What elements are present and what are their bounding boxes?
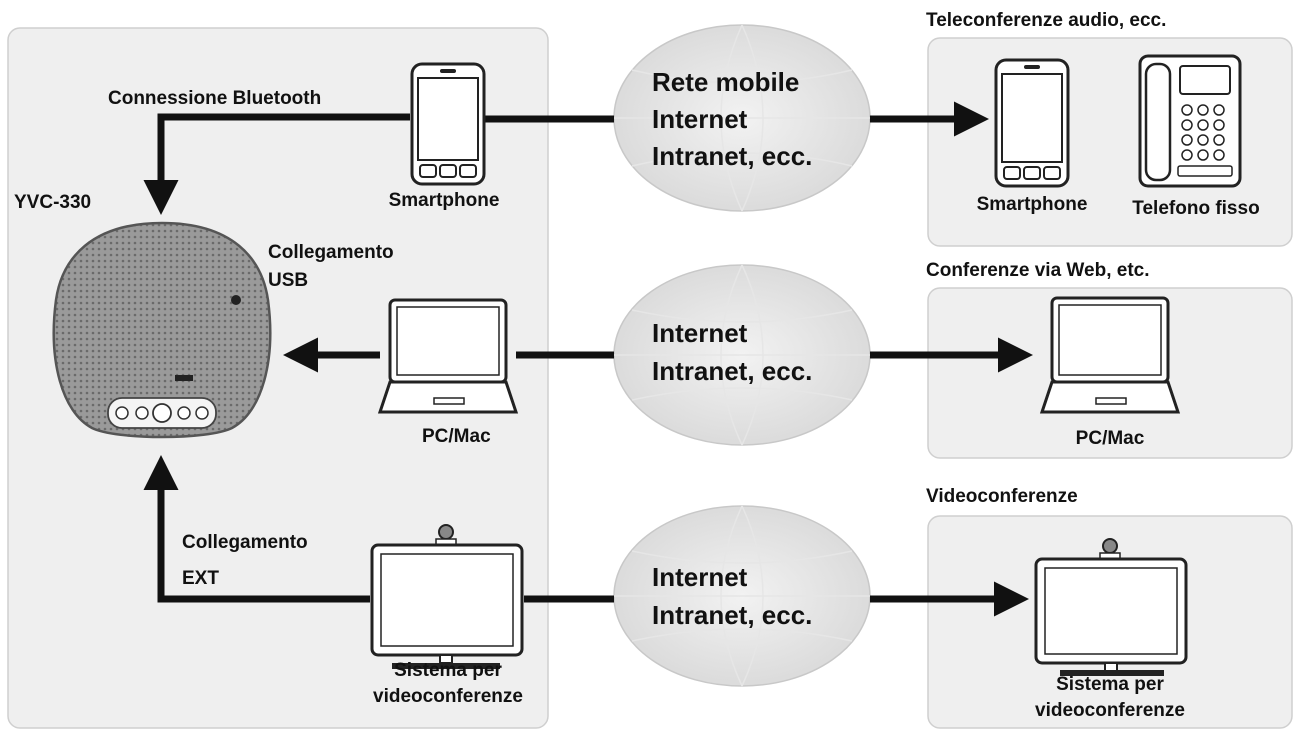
desk-phone-label: Telefono fisso: [1132, 198, 1259, 219]
usb-label-line2: USB: [268, 270, 308, 291]
speakerphone-icon: [52, 221, 272, 439]
video-system-label-line1: Sistema per: [394, 660, 502, 681]
audio-panel-title: Teleconferenze audio, ecc.: [926, 10, 1166, 31]
pc-network-line1: Internet: [652, 318, 748, 348]
pc-label: PC/Mac: [422, 426, 491, 447]
dest-video-system-icon: [1034, 538, 1188, 676]
dest-video-label-line1: Sistema per: [1056, 674, 1164, 695]
ext-label-line1: Collegamento: [182, 532, 308, 553]
mobile-network-line3: Intranet, ecc.: [652, 141, 812, 171]
device-name-label: YVC-330: [14, 192, 91, 213]
video-network-line1: Internet: [652, 562, 748, 592]
smartphone-icon: [410, 62, 486, 186]
usb-label-line1: Collegamento: [268, 242, 394, 263]
pc-network-line2: Intranet, ecc.: [652, 356, 812, 386]
video-system-icon: [370, 524, 524, 669]
ext-label-line2: EXT: [182, 568, 219, 589]
video-panel-title: Videoconferenze: [926, 486, 1078, 507]
mobile-network-line2: Internet: [652, 104, 748, 134]
dest-smartphone-label: Smartphone: [977, 194, 1088, 215]
dest-video-label-line2: videoconferenze: [1035, 700, 1185, 721]
network-cloud-pc: [613, 264, 871, 446]
smartphone-label: Smartphone: [389, 190, 500, 211]
ext-line: [143, 455, 370, 603]
dest-smartphone-icon: [994, 58, 1070, 188]
laptop-icon: [377, 298, 519, 414]
video-system-label-line2: videoconferenze: [373, 686, 523, 707]
bluetooth-line: [143, 113, 410, 215]
desk-phone-icon: [1138, 54, 1242, 188]
bluetooth-label: Connessione Bluetooth: [108, 88, 321, 109]
dest-laptop-icon: [1039, 296, 1181, 414]
connection-lines: [143, 101, 1033, 617]
video-network-line2: Intranet, ecc.: [652, 600, 812, 630]
web-panel-title: Conferenze via Web, etc.: [926, 260, 1150, 281]
network-cloud-video: [613, 505, 871, 687]
dest-pc-label: PC/Mac: [1076, 428, 1145, 449]
mobile-network-line1: Rete mobile: [652, 67, 799, 97]
